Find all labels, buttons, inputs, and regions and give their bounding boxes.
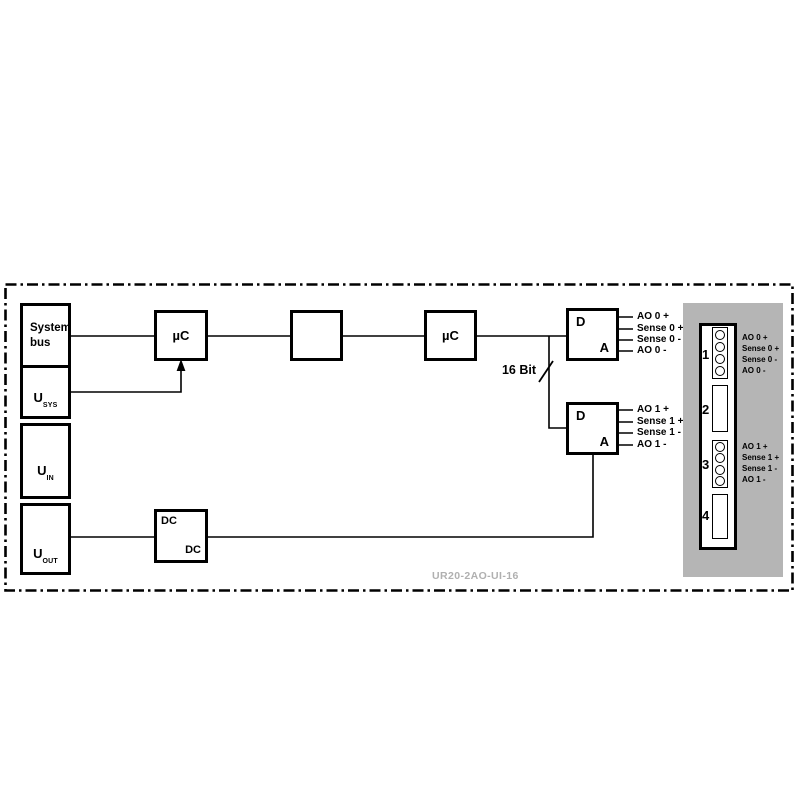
terminal-2-slot (712, 385, 728, 432)
microcontroller-2-block: µC (424, 310, 477, 361)
terminal-1-number: 1 (702, 347, 710, 362)
wire-usys-to-uc1 (71, 364, 182, 393)
terminal-contact-circle (715, 464, 725, 475)
panel-pin-label: AO 0 - (742, 366, 766, 375)
terminal-1-contacts (712, 327, 728, 379)
microcontroller-1-label: µC (172, 328, 190, 343)
dac0-output-ticks (619, 316, 633, 352)
terminal-contact-circle (715, 342, 725, 352)
system-bus-label: System bus (30, 322, 71, 349)
uin-label: UIN (37, 463, 54, 482)
usys-label: USYS (33, 390, 58, 409)
uin-block: UIN (20, 423, 71, 499)
terminal-contact-circle (715, 453, 725, 464)
terminal-contact-circle (715, 442, 725, 453)
microcontroller-1-block: µC (154, 310, 208, 361)
dac1-signal-label: Sense 1 + (637, 416, 684, 427)
panel-pin-label: Sense 1 - (742, 464, 778, 473)
dac1-block: D A (566, 402, 619, 455)
watermark-text: UR20-2AO-UI-16 (432, 570, 519, 582)
panel-pin-label: Sense 1 + (742, 453, 780, 462)
dcdc-converter-block: DC DC (154, 509, 208, 563)
dac0-d-label: D (576, 314, 586, 329)
dcdc-bottom-label: DC (185, 544, 201, 556)
dac1-signal-label: Sense 1 - (637, 427, 681, 438)
system-bus-block: System bus (20, 303, 71, 368)
panel-pin-label: AO 0 + (742, 333, 768, 342)
dac1-signal-label: AO 1 + (637, 404, 669, 415)
uout-block: UOUT (20, 503, 71, 575)
uout-label: UOUT (33, 546, 58, 565)
terminal-contact-circle (715, 354, 725, 364)
dac0-a-label: A (599, 340, 609, 355)
panel-pin-label: AO 1 - (742, 475, 766, 484)
panel-pin-label: Sense 0 + (742, 344, 780, 353)
bus-width-slash-icon (538, 360, 554, 383)
terminal-contact-circle (715, 475, 725, 486)
terminal-4-number: 4 (702, 508, 710, 523)
usys-block: USYS (20, 365, 71, 419)
dac0-block: D A (566, 308, 619, 361)
dac1-signal-label: AO 1 - (637, 439, 667, 450)
dac1-a-label: A (599, 434, 609, 449)
dac1-d-label: D (576, 408, 586, 423)
wire-dcdc-to-dac1 (208, 455, 594, 538)
panel-pin-label: Sense 0 - (742, 355, 778, 364)
dcdc-top-label: DC (161, 515, 177, 527)
galvanic-isolation-block (290, 310, 343, 361)
panel-pin-label: AO 1 + (742, 442, 768, 451)
microcontroller-2-label: µC (442, 328, 459, 343)
dac1-output-ticks (619, 409, 633, 446)
terminal-4-slot (712, 494, 728, 539)
dac0-signal-label: Sense 0 + (637, 323, 684, 334)
terminal-2-number: 2 (702, 402, 710, 417)
terminal-contact-circle (715, 330, 725, 340)
bus-width-label: 16 Bit (501, 363, 536, 377)
terminal-3-number: 3 (702, 457, 710, 472)
terminal-contact-circle (715, 366, 725, 376)
dac0-signal-label: AO 0 + (637, 311, 669, 322)
dac0-signal-label: Sense 0 - (637, 334, 681, 345)
terminal-3-contacts (712, 440, 728, 488)
dac0-signal-label: AO 0 - (637, 345, 667, 356)
wire-branch-to-dac1 (548, 336, 566, 429)
